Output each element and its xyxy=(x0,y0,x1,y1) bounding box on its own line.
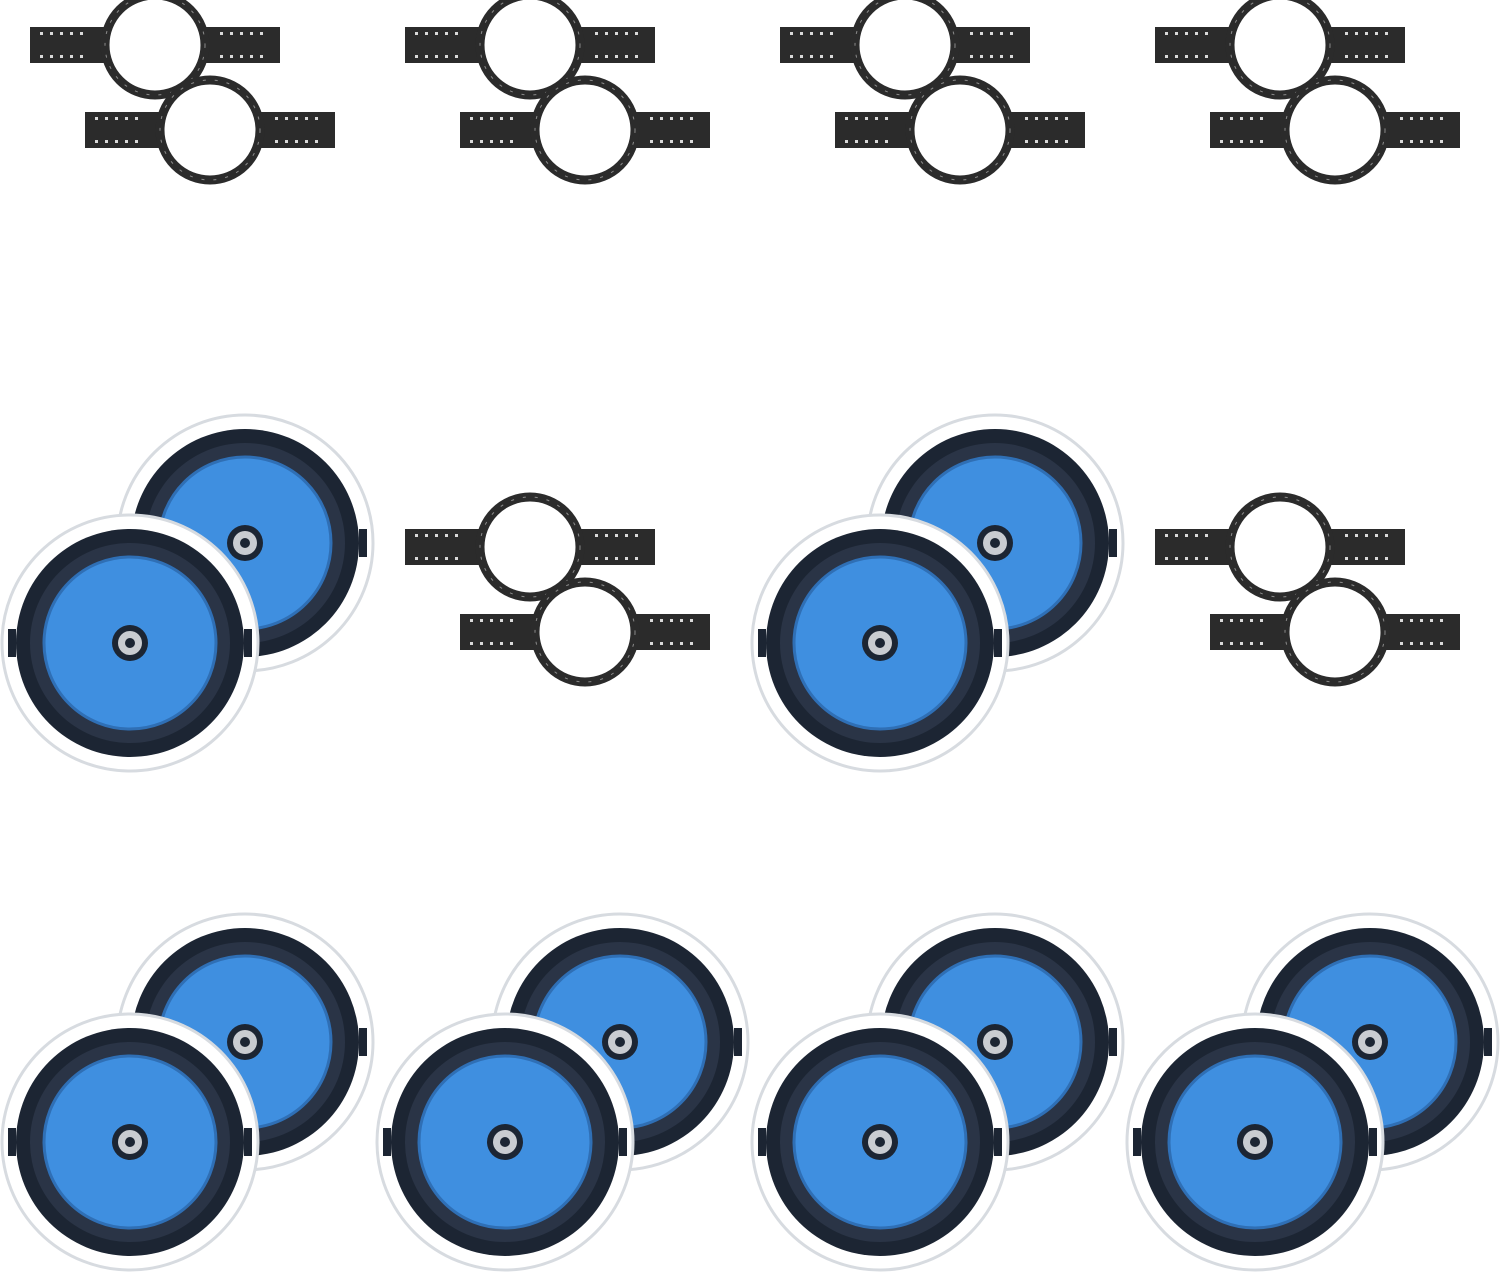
speaker-pair xyxy=(2,415,373,771)
speaker-pair xyxy=(752,415,1123,771)
speaker-pair xyxy=(2,914,373,1270)
speaker-pair xyxy=(377,914,748,1270)
speaker-pair xyxy=(1127,914,1498,1270)
bracket-pair xyxy=(1155,0,1460,180)
bracket-pair xyxy=(780,0,1085,180)
bracket-pair xyxy=(405,497,710,682)
speaker-pair xyxy=(752,914,1123,1270)
bracket-pair xyxy=(1155,497,1460,682)
bracket-pair xyxy=(30,0,335,180)
bracket-pair xyxy=(405,0,710,180)
